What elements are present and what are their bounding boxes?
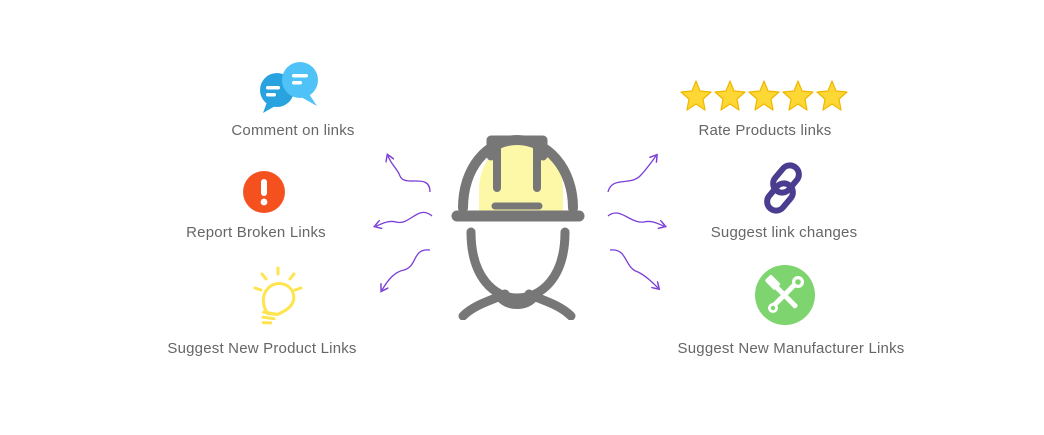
arrow-to-rate <box>607 156 656 193</box>
label-suggest-link-changes: Suggest link changes <box>710 224 858 241</box>
tools-icon <box>754 264 816 331</box>
chat-bubbles-icon <box>257 60 321 119</box>
chain-link-icon <box>757 162 813 219</box>
label-rate-products-links: Rate Products links <box>698 122 832 139</box>
arrow-to-suggest-product <box>382 249 431 290</box>
label-suggest-new-manufacturer-links: Suggest New Manufacturer Links <box>677 340 905 357</box>
arrow-to-link-changes <box>607 212 664 226</box>
arrow-to-report <box>376 211 433 226</box>
lightbulb-icon <box>248 266 308 335</box>
arrow-to-manufacturer <box>609 249 658 288</box>
construction-worker-icon <box>445 128 590 325</box>
label-report-broken-links: Report Broken Links <box>186 224 326 241</box>
label-comment-on-links: Comment on links <box>231 122 355 139</box>
arrow-to-comment <box>388 156 431 193</box>
exclamation-icon <box>242 170 286 219</box>
label-suggest-new-product-links: Suggest New Product Links <box>167 340 357 357</box>
five-stars-icon <box>680 80 850 117</box>
